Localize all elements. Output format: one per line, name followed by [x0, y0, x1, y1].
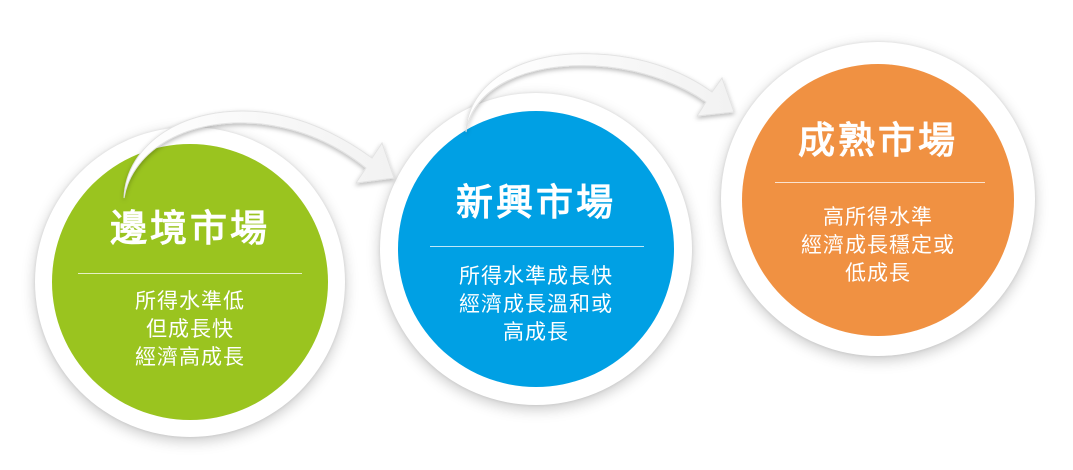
stage-title-emerging: 新興市場	[456, 181, 616, 224]
stage-divider-mature	[775, 182, 985, 183]
stage-desc-line: 但成長快	[146, 317, 234, 341]
stage-title-mature: 成熟市場	[798, 119, 958, 162]
stage-desc-line: 高所得水準	[823, 205, 933, 229]
stage-title-border: 邊境市場	[110, 207, 270, 250]
stage-desc-line: 低成長	[845, 261, 911, 285]
stage-disc-border	[52, 144, 328, 420]
stage-desc-line: 經濟成長穩定或	[801, 233, 955, 257]
stage-disc-mature	[742, 64, 1014, 336]
stage-divider-emerging	[430, 246, 644, 247]
stage-desc-line: 經濟成長溫和或	[459, 292, 613, 316]
stage-divider-border	[78, 273, 302, 274]
stage-desc-line: 經濟高成長	[135, 345, 245, 369]
stage-desc-line: 所得水準成長快	[459, 264, 613, 288]
stage-desc-line: 所得水準低	[135, 289, 245, 313]
stage-desc-emerging: 所得水準成長快 經濟成長溫和或 高成長	[398, 262, 674, 346]
stage-desc-mature: 高所得水準 經濟成長穩定或 低成長	[742, 203, 1014, 287]
stage-desc-line: 高成長	[503, 320, 569, 344]
stage-desc-border: 所得水準低 但成長快 經濟高成長	[52, 287, 328, 371]
stage-disc-emerging	[398, 111, 674, 387]
